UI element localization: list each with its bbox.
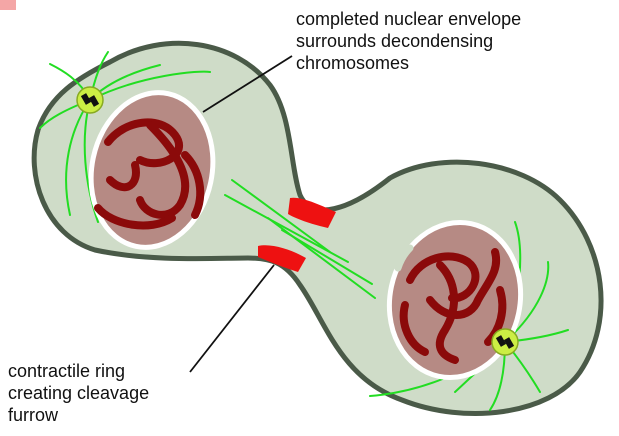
contractile-ring-label-line-1: contractile ring <box>8 360 149 382</box>
corner-marker <box>0 0 16 10</box>
contractile-ring-label: contractile ring creating cleavage furro… <box>8 360 149 426</box>
nuclear-envelope-label-line-2: surrounds decondensing <box>296 30 521 52</box>
right-centrosome <box>492 329 518 355</box>
contractile-ring-label-line-3: furrow <box>8 404 149 426</box>
nuclear-envelope-label-line-3: chromosomes <box>296 52 521 74</box>
leader-line-contractile-ring <box>190 265 274 372</box>
nuclear-envelope-label-line-1: completed nuclear envelope <box>296 8 521 30</box>
left-centrosome <box>77 87 103 113</box>
nuclear-envelope-label: completed nuclear envelope surrounds dec… <box>296 8 521 74</box>
contractile-ring-label-line-2: creating cleavage <box>8 382 149 404</box>
